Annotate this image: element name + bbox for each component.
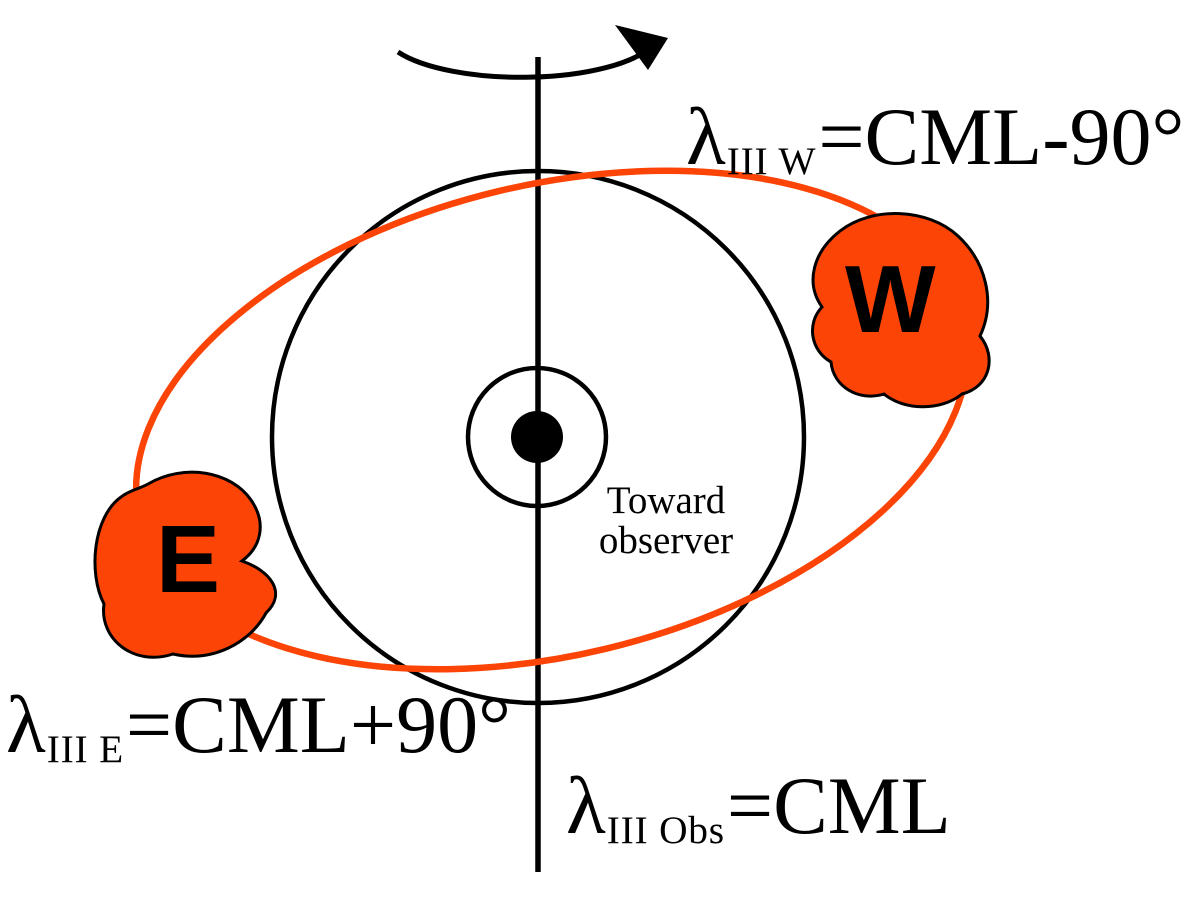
west-source-blob: [811, 212, 991, 409]
lambda-subscript-west: III W: [726, 139, 817, 184]
east-equation-rest: =CML+90°: [125, 679, 511, 770]
lambda-subscript-observer: III Obs: [606, 808, 725, 853]
observer-equation-rest: =CML: [726, 760, 951, 851]
west-spot-label: W: [845, 246, 936, 353]
label-east-longitude: λIII E=CML+90°: [6, 684, 511, 769]
label-observer-longitude: λIII Obs=CML: [566, 765, 951, 850]
toward-observer-line2: observer: [598, 518, 734, 562]
lambda-symbol: λ: [686, 91, 726, 182]
lambda-subscript-east: III E: [46, 727, 124, 772]
label-west-longitude: λIII W=CML-90°: [686, 96, 1184, 181]
east-spot-label: E: [156, 506, 221, 613]
observer-direction-dot: [511, 411, 563, 463]
west-equation-rest: =CML-90°: [818, 91, 1185, 182]
lambda-symbol: λ: [6, 679, 46, 770]
east-source-blob: [93, 470, 278, 659]
toward-observer-line1: Toward: [606, 479, 726, 522]
lambda-symbol: λ: [566, 760, 606, 851]
rotation-arrow-icon: [396, 25, 668, 80]
toward-observer-note: Toward observer: [568, 481, 764, 561]
